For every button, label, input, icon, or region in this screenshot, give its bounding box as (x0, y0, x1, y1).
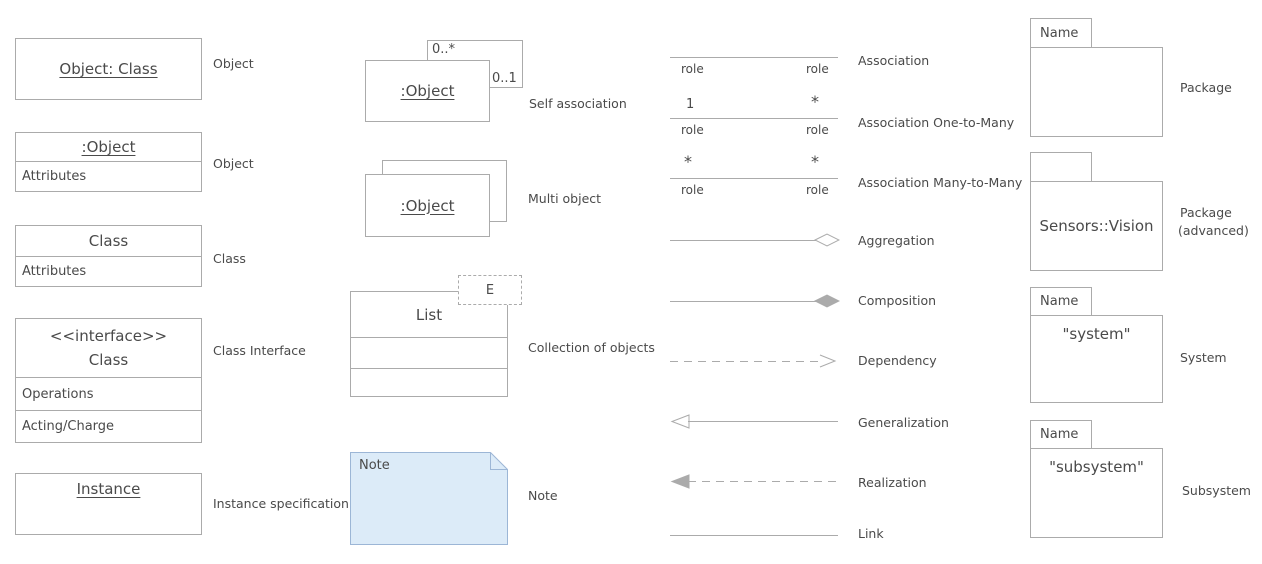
instance-title: Instance (76, 480, 141, 498)
caption-multi-object: Multi object (528, 191, 602, 206)
caption-class-interface: Class Interface (213, 343, 306, 358)
one-to-many-role-left: role (681, 123, 704, 137)
rel-generalization[interactable] (688, 421, 838, 422)
class-attributes: Attributes (16, 256, 201, 286)
association-role-right: role (806, 62, 829, 76)
caption-system: System (1180, 350, 1227, 365)
note-shape-icon (350, 452, 508, 545)
shape-object-attributes[interactable]: :Object Attributes (15, 132, 202, 192)
realization-triangle-icon[interactable] (670, 474, 690, 489)
class-title: Class (88, 232, 129, 250)
many-to-many-role-right: role (806, 183, 829, 197)
package-advanced-name: Sensors::Vision (1039, 217, 1154, 235)
caption-composition: Composition (858, 293, 937, 308)
rel-association-one-to-many[interactable] (670, 118, 838, 119)
package-advanced-tab[interactable] (1030, 152, 1092, 182)
generalization-triangle-icon[interactable] (670, 414, 690, 429)
object-title: Object: Class (59, 60, 158, 78)
rel-association-many-to-many[interactable] (670, 178, 838, 179)
caption-dependency: Dependency (858, 353, 937, 368)
many-to-many-role-left: role (681, 183, 704, 197)
caption-package-advanced-1: Package (1180, 205, 1232, 220)
one-to-many-mult-right: * (811, 92, 819, 111)
composition-diamond-icon[interactable] (814, 294, 840, 308)
many-to-many-mult-right: * (811, 152, 819, 171)
caption-note: Note (528, 488, 558, 503)
caption-subsystem: Subsystem (1182, 483, 1251, 498)
caption-realization: Realization (858, 475, 927, 490)
shape-self-association[interactable]: :Object (365, 60, 490, 122)
rel-link[interactable] (670, 535, 838, 536)
system-name: "system" (1062, 325, 1131, 343)
shape-object[interactable]: Object: Class (15, 38, 202, 100)
package-tab[interactable]: Name (1030, 18, 1092, 48)
interface-title: Class (88, 351, 129, 369)
caption-instance-specification: Instance specification (213, 496, 349, 511)
caption-object2: Object (213, 156, 254, 171)
note-text: Note (359, 458, 390, 473)
rel-aggregation[interactable] (670, 240, 818, 241)
rel-dependency[interactable] (670, 361, 818, 362)
shape-package[interactable] (1030, 47, 1163, 137)
shape-system[interactable] (1030, 315, 1163, 403)
caption-package-advanced-2: (advanced) (1178, 223, 1249, 238)
shape-collection-of-objects[interactable]: List (350, 291, 508, 397)
caption-self-association: Self association (529, 96, 627, 111)
object2-title: :Object (81, 138, 136, 156)
aggregation-diamond-icon[interactable] (814, 233, 840, 247)
self-association-mult-top: 0..* (432, 42, 456, 57)
caption-link: Link (858, 526, 884, 541)
collection-type-parameter[interactable]: E (458, 275, 522, 305)
rel-association[interactable] (670, 57, 838, 58)
interface-stereotype: <<interface>> (49, 327, 168, 345)
subsystem-name: "subsystem" (1049, 458, 1144, 476)
caption-one-to-many: Association One-to-Many (858, 115, 1015, 130)
shape-subsystem[interactable] (1030, 448, 1163, 538)
one-to-many-mult-left: 1 (686, 97, 695, 112)
caption-class: Class (213, 251, 246, 266)
multi-object-title: :Object (400, 196, 455, 215)
collection-param-label: E (485, 282, 495, 298)
shape-note[interactable]: Note (350, 452, 508, 545)
caption-object: Object (213, 56, 254, 71)
object2-attributes: Attributes (16, 161, 201, 191)
collection-title: List (415, 305, 443, 324)
interface-acting: Acting/Charge (16, 410, 201, 442)
caption-package: Package (1180, 80, 1232, 95)
caption-collection: Collection of objects (528, 340, 655, 355)
rel-composition[interactable] (670, 301, 818, 302)
shape-class[interactable]: Class Attributes (15, 225, 202, 287)
collection-row-1 (351, 337, 507, 368)
collection-row-2 (351, 368, 507, 396)
dependency-arrow-icon[interactable] (818, 353, 838, 369)
caption-many-to-many: Association Many-to-Many (858, 175, 1023, 190)
subsystem-tab-label: Name (1040, 427, 1079, 442)
caption-generalization: Generalization (858, 415, 949, 430)
system-tab-label: Name (1040, 294, 1079, 309)
system-tab[interactable]: Name (1030, 287, 1092, 316)
package-tab-label: Name (1040, 25, 1079, 41)
subsystem-tab[interactable]: Name (1030, 420, 1092, 449)
caption-aggregation: Aggregation (858, 233, 935, 248)
shape-package-advanced[interactable]: Sensors::Vision (1030, 181, 1163, 271)
interface-operations: Operations (16, 377, 201, 410)
self-association-object: :Object (400, 82, 455, 100)
shape-class-interface[interactable]: <<interface>> Class Operations Acting/Ch… (15, 318, 202, 443)
shape-instance-specification[interactable]: Instance (15, 473, 202, 535)
self-association-mult-side: 0..1 (492, 71, 517, 86)
shape-multi-object[interactable]: :Object (365, 174, 490, 237)
association-role-left: role (681, 62, 704, 76)
many-to-many-mult-left: * (684, 152, 692, 171)
rel-realization[interactable] (688, 481, 838, 482)
caption-association: Association (858, 53, 930, 68)
one-to-many-role-right: role (806, 123, 829, 137)
